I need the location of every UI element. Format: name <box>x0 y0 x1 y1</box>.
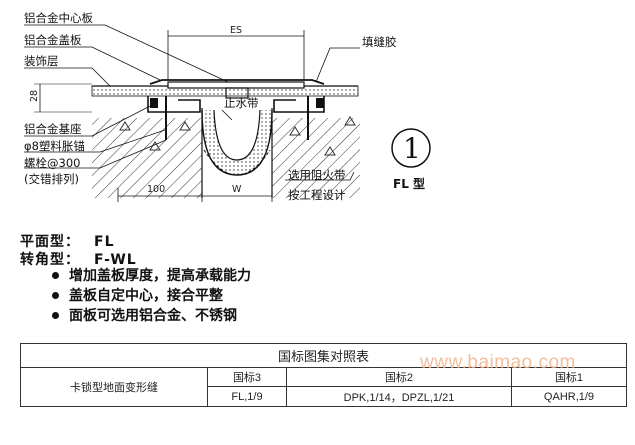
anchor-clip-right <box>316 98 324 108</box>
plane-type-row: 平面型： FL <box>20 231 114 251</box>
concrete-slab-left <box>92 118 202 198</box>
dim-28: 28 <box>29 90 40 102</box>
feature-list: 增加盖板厚度，提高承载能力 盖板自定中心，接合平整 面板可选用铝合金、不锈钢 <box>52 266 251 326</box>
feature-text: 增加盖板厚度，提高承载能力 <box>69 268 251 284</box>
center-hub <box>225 87 249 99</box>
aggregate-marks <box>119 116 356 156</box>
label-cover-plate: 铝合金盖板 <box>24 33 82 47</box>
label-sealant: 填缝胶 <box>362 35 397 49</box>
dim-w: W <box>232 184 242 195</box>
feature-item: 增加盖板厚度，提高承载能力 <box>52 266 251 286</box>
center-plate <box>167 81 305 89</box>
label-finish-layer: 装饰层 <box>24 54 59 68</box>
concrete-slab-right <box>272 118 360 198</box>
label-bolt: 螺栓@300 <box>24 156 80 170</box>
dim-100: 100 <box>147 184 165 195</box>
plane-type-label: 平面型： <box>20 234 80 250</box>
feature-text: 盖板自定中心，接合平整 <box>69 288 223 304</box>
table-header-3: 国标3 <box>207 367 287 387</box>
label-waterstop: 止水带 <box>224 96 259 110</box>
label-fire-barrier: 选用阻火带 <box>288 168 346 182</box>
table-value-3: FL,1/9 <box>207 386 287 407</box>
reference-table: 国标图集对照表 卡锁型地面变形缝 国标3 国标2 国标1 FL,1/9 DPK,… <box>20 343 627 407</box>
label-expansion-tube: φ8塑料胀锚 <box>24 139 85 153</box>
cover-plate <box>149 79 325 85</box>
bullet-icon <box>52 291 59 299</box>
detail-circle <box>391 128 431 168</box>
table-value-1: QAHR,1/9 <box>511 386 627 407</box>
anchor-clip-left <box>150 98 158 108</box>
feature-item: 面板可选用铝合金、不锈钢 <box>52 306 251 326</box>
dim-es: ES <box>230 25 242 36</box>
plane-type-value: FL <box>94 234 115 250</box>
fl-type-label: FL 型 <box>393 176 425 191</box>
label-bolt-note: (交错排列) <box>24 172 79 186</box>
feature-item: 盖板自定中心，接合平整 <box>52 286 251 306</box>
fire-barrier <box>203 149 271 176</box>
corner-type-label: 转角型： <box>20 252 80 268</box>
bullet-icon <box>52 271 59 279</box>
expansion-joint-drawing: ES 28 100 W 铝合金中心板 铝合金盖板 装饰层 铝合金基座 φ8塑料胀… <box>24 11 431 202</box>
detail-number: 1 <box>403 132 421 165</box>
table-row-label: 卡锁型地面变形缝 <box>20 367 208 407</box>
label-base-seat: 铝合金基座 <box>24 122 82 136</box>
label-center-plate: 铝合金中心板 <box>24 11 93 25</box>
label-design-note: 按工程设计 <box>288 188 346 202</box>
feature-text: 面板可选用铝合金、不锈钢 <box>69 308 237 324</box>
table-value-2: DPK,1/14，DPZL,1/21 <box>286 386 512 407</box>
waterstop-inner <box>213 109 261 161</box>
leader-lines <box>24 24 360 181</box>
bullet-icon <box>52 311 59 319</box>
corner-type-value: F-WL <box>94 252 137 268</box>
watermark: www.baimao.com <box>420 352 576 373</box>
corner-type-row: 转角型： F-WL <box>20 249 137 269</box>
